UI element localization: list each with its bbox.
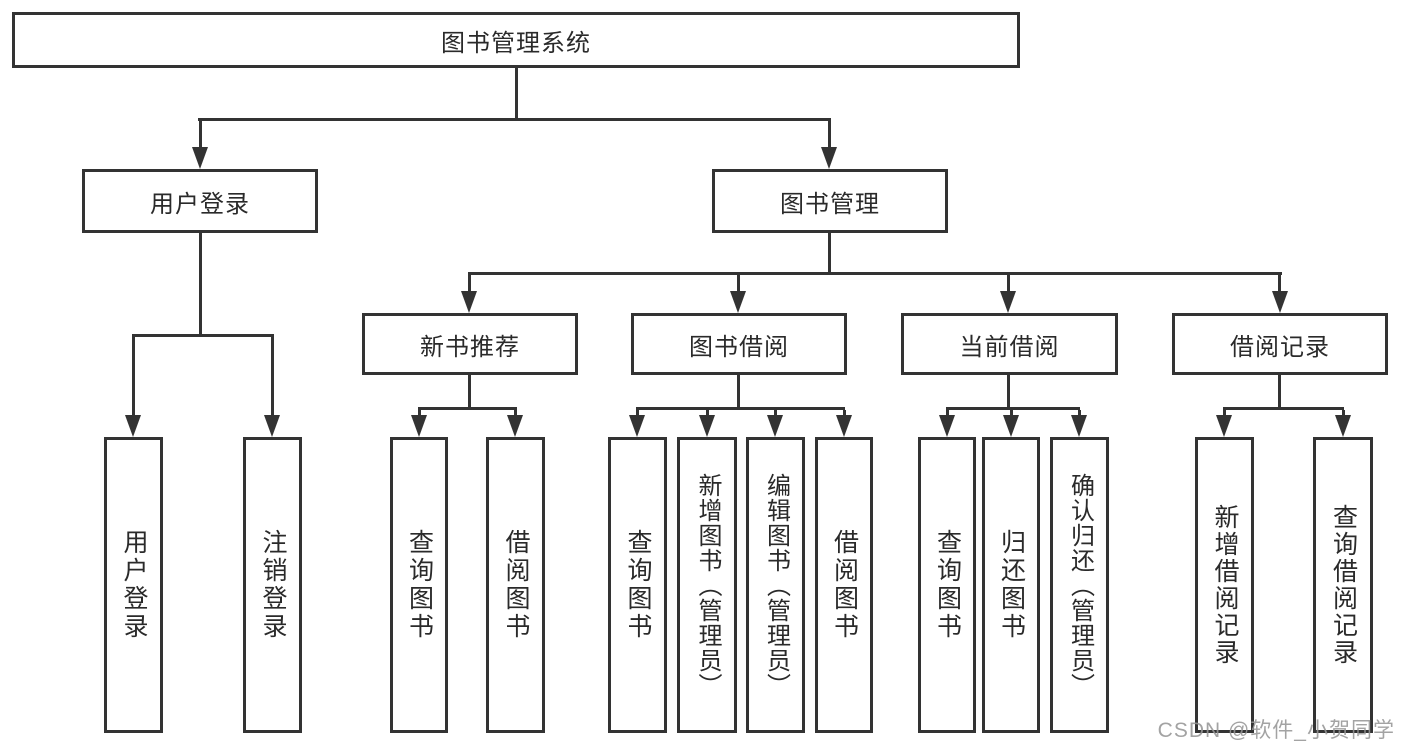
node-confirm-return-admin: 确认归还（管理员） [1050, 437, 1109, 733]
arrowhead [1003, 415, 1019, 437]
arrowhead [507, 415, 523, 437]
connector-drop [1278, 275, 1281, 292]
connector-drop [843, 410, 846, 416]
connector-root-drop-left [199, 121, 202, 148]
connector-drop [946, 410, 949, 416]
connector-user-login-branch [132, 334, 274, 337]
connector-drop [514, 410, 517, 416]
connector-root-branch [198, 118, 831, 121]
connector-drop [271, 337, 274, 416]
connector-drop [418, 410, 421, 416]
node-borrow-books-borrowing: 借阅图书 [815, 437, 873, 733]
connector-stem [1278, 375, 1281, 407]
arrowhead [1335, 415, 1351, 437]
node-label: 新书推荐 [420, 333, 520, 361]
node-label: 查询图书 [624, 529, 652, 641]
connector-book-mgmt-stem [828, 233, 831, 272]
arrowhead [192, 147, 208, 169]
node-label: 图书管理 [780, 190, 880, 218]
connector-branch [1223, 407, 1344, 410]
arrowhead [125, 415, 141, 437]
connector-drop [774, 410, 777, 416]
node-return-book: 归还图书 [982, 437, 1040, 733]
node-query-books-borrowing: 查询图书 [608, 437, 667, 733]
arrowhead [461, 291, 477, 313]
node-label: 编辑图书（管理员） [762, 472, 790, 698]
connector-drop [132, 337, 135, 416]
node-label: 借阅图书 [830, 529, 859, 641]
connector-root-stem [515, 68, 518, 118]
connector-drop [1078, 410, 1081, 416]
node-borrowing-records: 借阅记录 [1172, 313, 1388, 375]
connector-drop [1223, 410, 1226, 416]
node-query-borrow-record: 查询借阅记录 [1313, 437, 1373, 733]
arrowhead [411, 415, 427, 437]
connector-user-login-stem [199, 233, 202, 334]
arrowhead [629, 415, 645, 437]
node-library-management-system: 图书管理系统 [12, 12, 1020, 68]
connector-root-drop-right [828, 121, 831, 148]
arrowhead [767, 415, 783, 437]
node-label: 查询借阅记录 [1329, 504, 1358, 666]
node-label: 用户登录 [150, 190, 250, 218]
arrowhead [821, 147, 837, 169]
csdn-watermark: CSDN @软件_小贺同学 [1157, 719, 1395, 742]
node-borrow-books-recommend: 借阅图书 [486, 437, 545, 733]
node-label: 图书管理系统 [441, 29, 591, 57]
node-query-books-recommend: 查询图书 [390, 437, 448, 733]
connector-drop [1010, 410, 1013, 416]
connector-stem [1007, 375, 1010, 407]
connector-branch [636, 407, 845, 410]
node-label: 用户登录 [120, 529, 148, 641]
connector-drop [737, 275, 740, 292]
node-query-books-current: 查询图书 [918, 437, 976, 733]
arrowhead [836, 415, 852, 437]
node-book-borrowing: 图书借阅 [631, 313, 847, 375]
arrowhead [264, 415, 280, 437]
arrowhead [699, 415, 715, 437]
arrowhead [730, 291, 746, 313]
connector-stem [737, 375, 740, 407]
node-label: 新增图书（管理员） [694, 472, 721, 698]
connector-drop [1007, 275, 1010, 292]
node-label: 借阅记录 [1230, 333, 1330, 361]
connector-drop [468, 275, 471, 292]
node-user-login: 用户登录 [82, 169, 318, 233]
arrowhead [939, 415, 955, 437]
node-new-book-recommendation: 新书推荐 [362, 313, 578, 375]
node-label: 确认归还（管理员） [1066, 472, 1094, 698]
node-book-management: 图书管理 [712, 169, 948, 233]
arrowhead [1000, 291, 1016, 313]
node-logout-action: 注销登录 [243, 437, 302, 733]
node-user-login-action: 用户登录 [104, 437, 163, 733]
node-current-borrowing: 当前借阅 [901, 313, 1118, 375]
node-label: 图书借阅 [689, 333, 789, 361]
node-label: 注销登录 [259, 529, 287, 641]
node-label: 当前借阅 [959, 333, 1060, 361]
node-label: 借阅图书 [502, 529, 530, 641]
node-edit-book-admin: 编辑图书（管理员） [746, 437, 805, 733]
connector-drop [636, 410, 639, 416]
node-label: 查询图书 [405, 529, 434, 641]
connector-branch [946, 407, 1080, 410]
node-add-borrow-record: 新增借阅记录 [1195, 437, 1254, 733]
connector-stem [468, 375, 471, 407]
arrowhead [1272, 291, 1288, 313]
connector-branch [418, 407, 517, 410]
connector-drop [1342, 410, 1345, 416]
node-label: 新增借阅记录 [1211, 504, 1239, 666]
node-label: 查询图书 [933, 529, 962, 641]
connector-drop [706, 410, 709, 416]
node-label: 归还图书 [997, 529, 1026, 641]
arrowhead [1216, 415, 1232, 437]
connector-book-mgmt-branch [468, 272, 1282, 275]
node-add-book-admin: 新增图书（管理员） [677, 437, 737, 733]
arrowhead [1071, 415, 1087, 437]
